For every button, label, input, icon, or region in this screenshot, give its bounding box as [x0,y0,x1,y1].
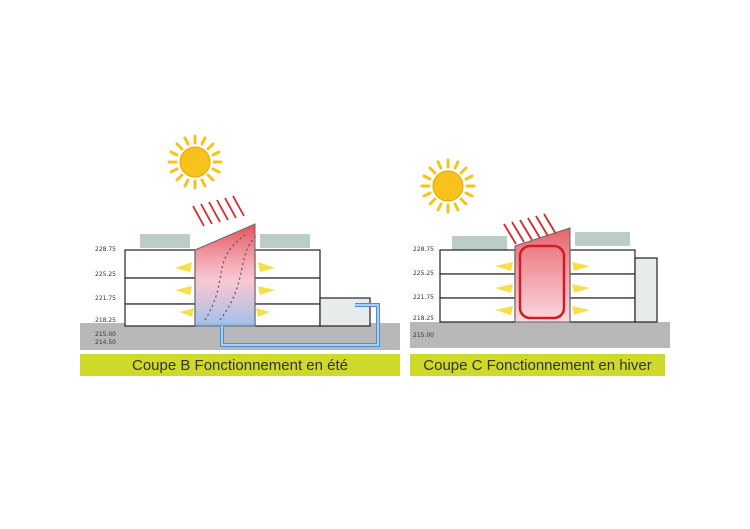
warm-air-loop [518,244,566,320]
level-label: 214.50 [95,339,116,346]
summer-section-drawing: 228.75 225.25 221.75 218.25 215.00 214.5… [80,134,400,350]
sun-icon [420,158,476,214]
solar-rays [503,213,557,245]
level-label: 215.00 [413,332,434,339]
building-right-wing [254,249,371,327]
building-left-wing [439,249,516,323]
atrium-winter [514,227,571,323]
winter-caption: Coupe C Fonctionnement en hiver [410,354,665,376]
level-label: 225.25 [95,271,116,278]
winter-section-drawing: 228.75 225.25 221.75 218.25 215.00 [410,158,670,348]
building-right-wing [569,249,658,323]
level-label: 221.75 [95,295,116,302]
level-label: 221.75 [413,294,434,301]
light-arrows [175,262,275,317]
level-label: 228.75 [413,246,434,253]
ground [410,322,670,348]
level-label: 218.25 [413,315,434,322]
summer-caption: Coupe B Fonctionnement en été [80,354,400,376]
level-label: 225.25 [413,270,434,277]
atrium-summer [194,223,256,327]
solar-rays [192,195,245,227]
level-label: 215.00 [95,331,116,338]
level-label: 218.25 [95,317,116,324]
sun-icon [167,134,223,190]
level-label: 228.75 [95,246,116,253]
winter-section-panel: 228.75 225.25 221.75 218.25 215.00 Coupe… [410,150,670,380]
summer-section-panel: 228.75 225.25 221.75 218.25 215.00 214.5… [80,130,400,380]
light-arrows [495,262,590,315]
